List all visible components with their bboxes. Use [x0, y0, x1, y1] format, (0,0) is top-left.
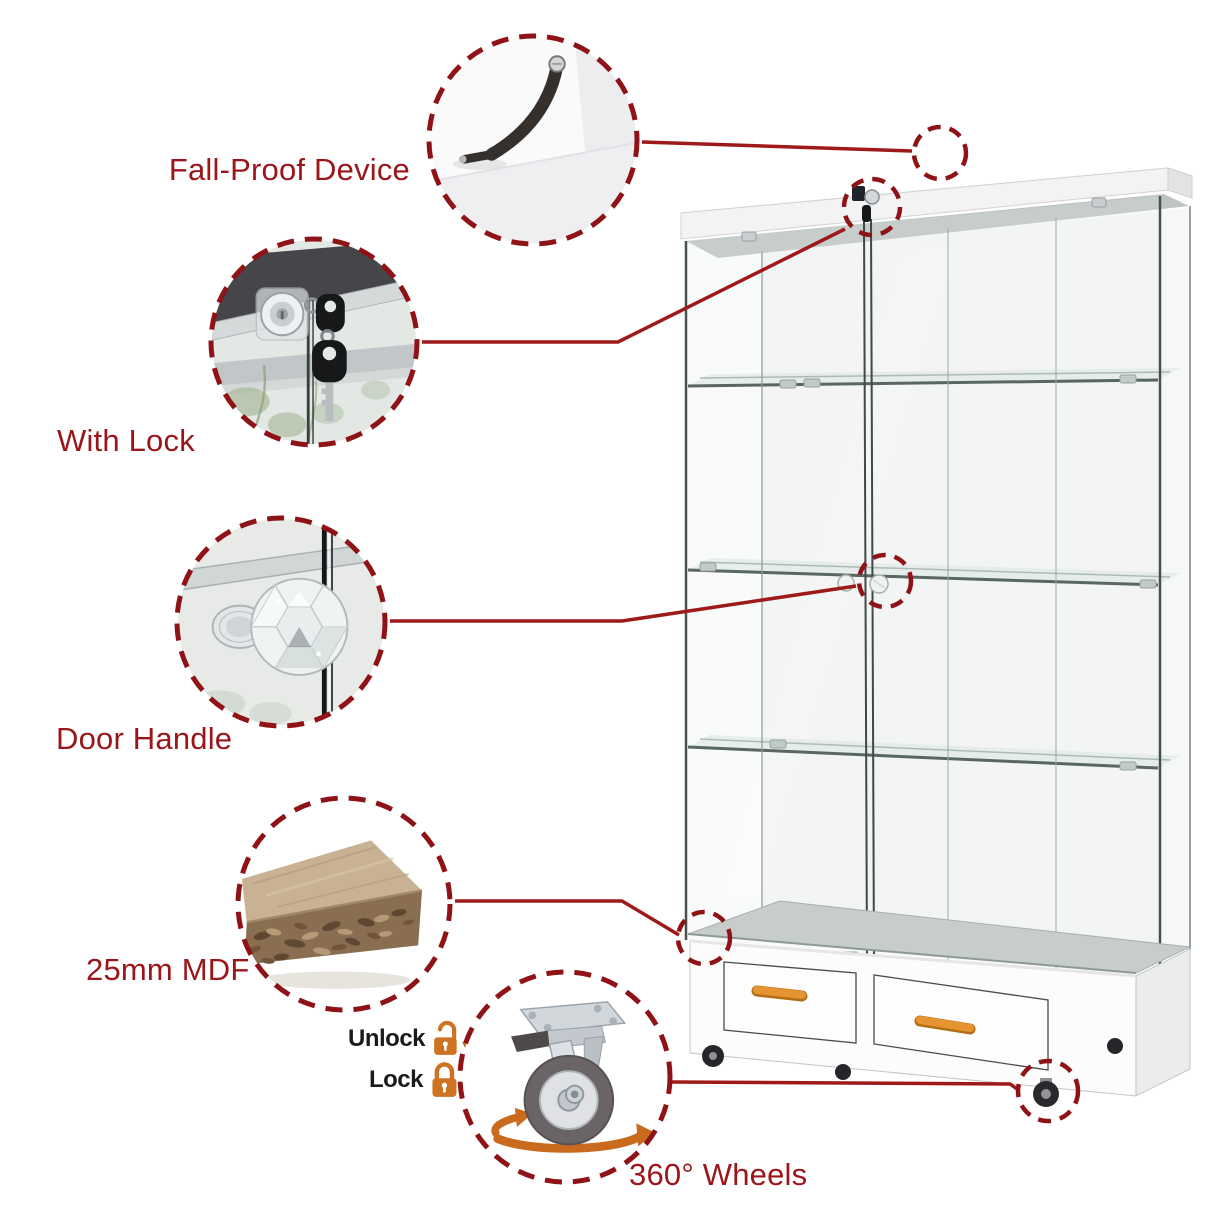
mdf-photo: [239, 799, 449, 1009]
target-mdf: [675, 909, 733, 967]
glass-doors: [684, 196, 1191, 1008]
connector-door-handle: [390, 584, 857, 623]
label-door-handle: Door Handle: [56, 721, 233, 756]
target-circles: [675, 124, 1081, 1124]
lock-photo: [212, 240, 416, 444]
unlock-indicator: Unlock: [348, 1019, 460, 1059]
feature-circle-fall-proof: [426, 33, 640, 247]
display-cabinet: [680, 167, 1193, 1107]
door-lock-hardware: [852, 186, 880, 222]
closed-padlock-icon: [432, 1062, 457, 1097]
label-wheels: 360° Wheels: [629, 1157, 808, 1192]
feature-circle-door-handle: [174, 515, 388, 729]
wheel-photo: [461, 973, 669, 1181]
feature-circle-mdf: [235, 795, 453, 1013]
feature-circle-with-lock: [208, 236, 420, 448]
anti-tip-strap-icon: [430, 37, 636, 243]
feature-circle-wheels: [457, 969, 673, 1185]
label-fall-proof: Fall-Proof Device: [168, 152, 410, 187]
label-mdf: 25mm MDF: [86, 952, 250, 987]
unlock-label: Unlock: [348, 1025, 426, 1052]
connector-mdf: [455, 899, 680, 937]
lock-label: Lock: [368, 1066, 424, 1093]
door-handle-photo: [178, 519, 384, 725]
cabinet-base: [689, 939, 1191, 1107]
glass-shelves: [687, 368, 1180, 771]
drawer-left: [723, 961, 857, 1044]
open-padlock-icon: [434, 1020, 457, 1055]
drawer-handle: [751, 985, 808, 1002]
fall-proof-photo: [430, 37, 636, 243]
mdf-board-icon: [239, 799, 449, 1009]
caster-wheels: [702, 1038, 1123, 1107]
drawer-handle: [914, 1015, 976, 1035]
target-lock: [841, 176, 903, 238]
connector-lines: [390, 140, 1019, 1091]
label-with-lock: With Lock: [57, 423, 195, 458]
caster-wheel-icon: [461, 973, 669, 1181]
connector-with-lock: [422, 227, 846, 344]
cabinet-top-board: [680, 167, 1193, 258]
lock-with-keys-icon: [212, 240, 416, 444]
connector-fall-proof: [641, 140, 913, 153]
connector-wheels: [671, 1080, 1019, 1091]
target-fall-proof: [911, 124, 969, 182]
target-door-handle: [856, 552, 914, 610]
target-wheel: [1015, 1058, 1081, 1124]
lock-indicator: Lock: [348, 1060, 460, 1100]
crystal-door-knob-icon: [178, 519, 384, 725]
